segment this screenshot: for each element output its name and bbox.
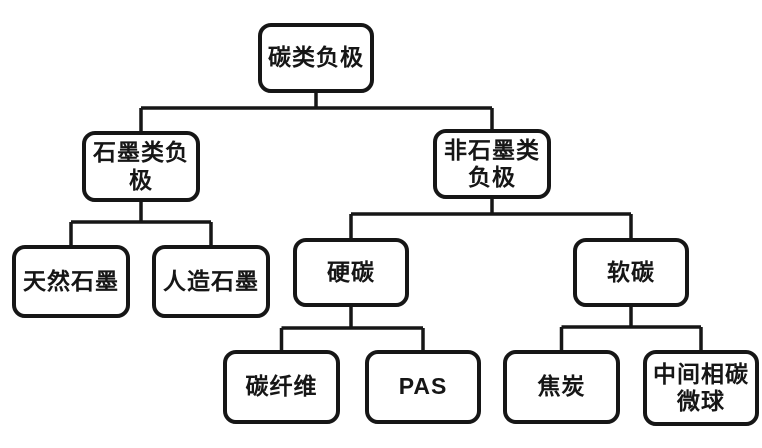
connector-graphite-to-children <box>69 200 213 247</box>
node-natural-graphite-label: 天然石墨 <box>23 267 119 294</box>
node-mesocarbon-microbeads-label: 中间相碳微球 <box>653 360 749 414</box>
connector-soft-carbon-to-children <box>559 305 703 352</box>
node-graphite-anode-label: 石墨类负极 <box>93 139 189 193</box>
node-mesocarbon-microbeads: 中间相碳微球 <box>643 350 759 426</box>
node-hard-carbon: 硬碳 <box>293 238 409 307</box>
node-pas-label: PAS <box>398 373 448 400</box>
node-pas: PAS <box>365 350 481 424</box>
connector-root-to-level1 <box>139 91 494 133</box>
node-coke-label: 焦炭 <box>537 373 586 400</box>
node-soft-carbon: 软碳 <box>573 238 689 307</box>
connector-hard-carbon-to-children <box>279 305 425 352</box>
node-carbon-fiber-label: 碳纤维 <box>245 373 318 400</box>
node-carbon-anode: 碳类负极 <box>258 23 374 93</box>
node-graphite-anode: 石墨类负极 <box>82 131 200 202</box>
node-non-graphite-anode-label: 非石墨类负极 <box>444 136 540 190</box>
node-carbon-fiber: 碳纤维 <box>223 350 340 424</box>
node-artificial-graphite-label: 人造石墨 <box>163 267 259 294</box>
connector-non-graphite-to-children <box>349 197 633 240</box>
node-artificial-graphite: 人造石墨 <box>152 245 270 318</box>
node-natural-graphite: 天然石墨 <box>12 245 130 318</box>
node-soft-carbon-label: 软碳 <box>607 258 655 285</box>
node-carbon-anode-label: 碳类负极 <box>268 44 364 71</box>
node-non-graphite-anode: 非石墨类负极 <box>433 129 551 199</box>
node-hard-carbon-label: 硬碳 <box>327 258 375 285</box>
node-coke: 焦炭 <box>503 350 620 424</box>
